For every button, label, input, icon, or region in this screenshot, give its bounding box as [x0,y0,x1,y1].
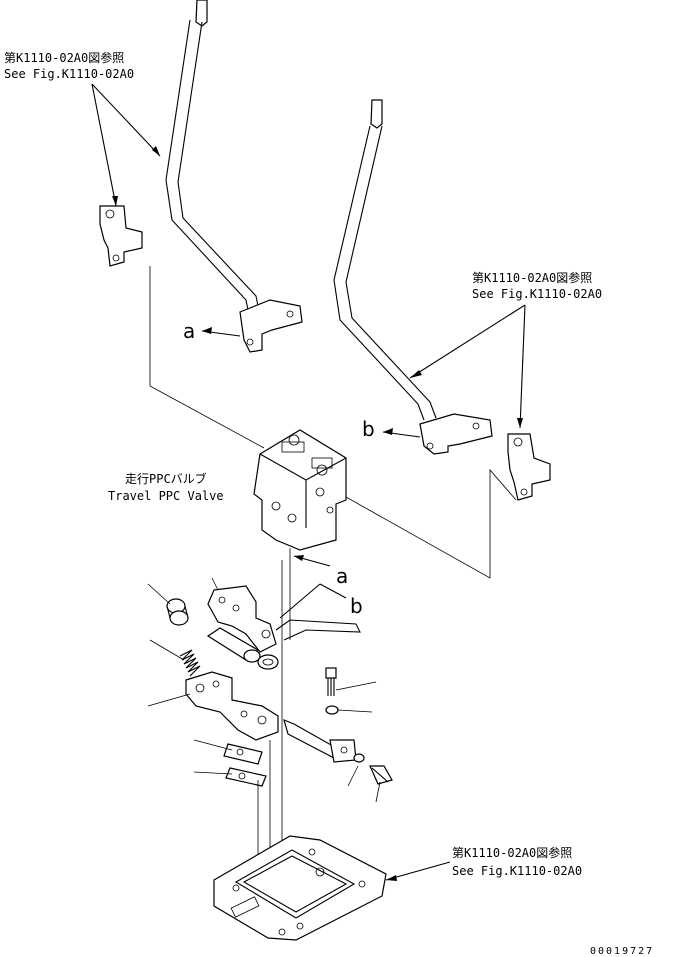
right-lever-bracket [507,433,551,501]
leader-right [409,304,526,429]
leader-bottom [385,861,451,881]
marker-a-left: a [183,319,195,343]
lower-shaft [283,718,357,763]
spring [179,649,201,677]
lever-bracket-assembly [185,671,279,741]
mounting-base-plate [213,835,387,941]
left-lever-bracket [99,205,143,267]
valve-label-jp: 走行PPCバルブ [125,471,207,486]
ref-top-left-en: See Fig.K1110-02A0 [4,67,134,81]
valve-label-en: Travel PPC Valve [108,489,224,503]
left-travel-lever [165,0,303,353]
shim-plates [223,743,267,787]
bushing-upper [166,598,189,626]
marker-b-right: b [362,417,375,441]
control-rod [275,619,361,641]
washer-lower [353,753,365,763]
right-travel-lever [333,99,493,455]
marker-a-link: a [336,564,348,588]
ref-bottom-jp: 第K1110-02A0図参照 [452,845,572,860]
ref-right-jp: 第K1110-02A0図参照 [472,270,592,285]
drawing-number: 00019727 [590,946,654,957]
assembly-lines [149,266,517,600]
pivot-shaft [206,627,261,663]
arrow-b-link [279,583,347,619]
bolt-lower [369,765,393,785]
arrow-b-right [382,428,421,438]
travel-ppc-valve [253,429,347,551]
bolt-upper [325,667,337,696]
leader-top-left [91,83,161,207]
ref-bottom-en: See Fig.K1110-02A0 [452,864,582,878]
part-leaders [147,577,381,803]
washer-upper [325,705,339,715]
ref-top-left-jp: 第K1110-02A0図参照 [4,50,124,65]
marker-b-link: b [350,594,363,618]
arrow-a-link [293,555,331,567]
ref-right-en: See Fig.K1110-02A0 [472,287,602,301]
linkage-plate [207,585,277,653]
arrow-a-left [201,327,241,337]
bushing-mid [257,654,279,670]
